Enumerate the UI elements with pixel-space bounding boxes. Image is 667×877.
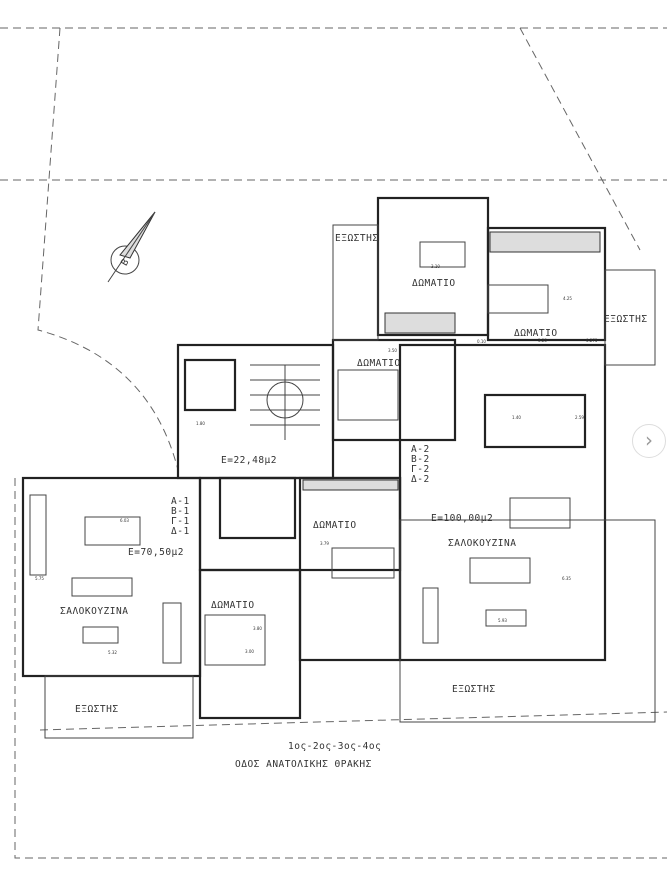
balcony-label: ΕΞΩΣΤΗΣ: [452, 684, 496, 695]
street-label: ΟΔΟΣ ΑΝΑΤΟΛΙΚΗΣ ΘΡΑΚΗΣ: [235, 759, 372, 770]
area-stair: Ε=22,48μ2: [221, 455, 277, 466]
dimension-label: 5.93: [498, 618, 507, 623]
apartment-code: Β-2: [411, 454, 430, 465]
apartment-code: Β-1: [171, 506, 190, 517]
dimension-label: 1.40: [512, 415, 521, 420]
dimension-labels: 6.03 5.32 3.00 3.80 3.50 3.10 3.25 4.25 …: [35, 264, 598, 655]
bedroom-label: ΔΩΜΑΤΙΟ: [357, 358, 401, 369]
living-kitchen-label: ΣΑΛΟΚΟΥΖΙΝΑ: [60, 606, 128, 617]
apartment-code: Δ-1: [171, 526, 190, 537]
dimension-label: 0.275: [586, 338, 598, 343]
dimension-label: 5.75: [35, 576, 44, 581]
dimension-label: 3.25: [538, 338, 547, 343]
dimension-label: 1.80: [196, 421, 205, 426]
balcony-label: ΕΞΩΣΤΗΣ: [335, 233, 379, 244]
bedroom-label: ΔΩΜΑΤΙΟ: [211, 600, 255, 611]
living-kitchen-label: ΣΑΛΟΚΟΥΖΙΝΑ: [448, 538, 516, 549]
dimension-label: 5.32: [108, 650, 117, 655]
carousel-next-button[interactable]: ›: [632, 424, 666, 458]
balconies: [44, 224, 656, 739]
dimension-label: 0.10: [477, 339, 486, 344]
bedroom-label: ΔΩΜΑΤΙΟ: [412, 278, 456, 289]
room-labels: ΔΩΜΑΤΙΟ ΔΩΜΑΤΙΟ ΔΩΜΑΤΙΟ ΔΩΜΑΤΙΟ ΔΩΜΑΤΙΟ …: [60, 233, 648, 770]
balcony-label: ΕΞΩΣΤΗΣ: [75, 704, 119, 715]
dimension-label: 6.03: [120, 518, 129, 523]
staircase: [250, 364, 320, 440]
dimension-label: 3.79: [320, 541, 329, 546]
apartment-code: Α-2: [411, 444, 430, 455]
dimension-label: 3.10: [431, 264, 440, 269]
apartment-code: Α-1: [171, 496, 190, 507]
dimension-label: 3.00: [245, 649, 254, 654]
furniture: [29, 231, 601, 666]
dimension-label: 6.35: [562, 576, 571, 581]
apartment-code: Δ-2: [411, 474, 430, 485]
dimension-label: 3.50: [388, 348, 397, 353]
dimension-label: 2.59: [575, 415, 584, 420]
compass-letter: B: [119, 257, 132, 268]
balcony-label: ΕΞΩΣΤΗΣ: [604, 314, 648, 325]
north-arrow-icon: B: [107, 211, 156, 283]
area-right-apartment: Ε=100,00μ2: [431, 513, 493, 524]
floors-label: 1ος-2ος-3ος-4ος: [288, 741, 381, 752]
walls: [21, 196, 607, 720]
apartment-code: Γ-1: [171, 516, 190, 527]
area-left-apartment: Ε=70,50μ2: [128, 547, 184, 558]
dimension-label: 4.25: [563, 296, 572, 301]
dimension-label: 3.80: [253, 626, 262, 631]
site-boundary: [0, 27, 667, 859]
bedroom-label: ΔΩΜΑΤΙΟ: [313, 520, 357, 531]
apartment-code: Γ-2: [411, 464, 430, 475]
bedroom-label: ΔΩΜΑΤΙΟ: [514, 328, 558, 339]
